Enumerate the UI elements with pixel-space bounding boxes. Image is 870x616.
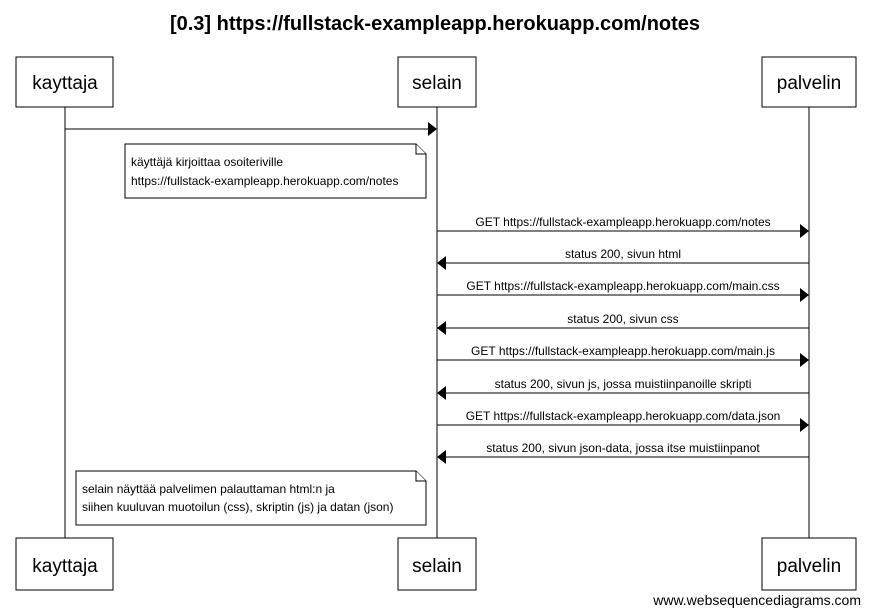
arrowhead-right-icon bbox=[800, 224, 809, 238]
note-box: käyttäjä kirjoittaa osoiteriville https:… bbox=[124, 143, 427, 199]
participant-selain-bottom: selain bbox=[397, 537, 477, 591]
arrowhead-left-icon bbox=[437, 256, 446, 270]
message-label: GET https://fullstack-exampleapp.herokua… bbox=[471, 344, 775, 358]
diagram-title: [0.3] https://fullstack-exampleapp.herok… bbox=[170, 13, 700, 35]
note-line: käyttäjä kirjoittaa osoiteriville bbox=[131, 155, 283, 169]
note-box: selain näyttää palvelimen palauttaman ht… bbox=[75, 470, 427, 526]
message-arrow: status 200, sivun css bbox=[437, 312, 809, 335]
arrowhead-left-icon bbox=[437, 321, 446, 335]
message-arrow: status 200, sivun json-data, jossa itse … bbox=[437, 441, 809, 464]
message-label: GET https://fullstack-exampleapp.herokua… bbox=[466, 409, 781, 423]
arrowhead-right-icon bbox=[800, 288, 809, 302]
participant-kayttaja-bottom: kayttaja bbox=[15, 537, 114, 591]
note-line: https://fullstack-exampleapp.herokuapp.c… bbox=[131, 174, 398, 188]
arrowhead-left-icon bbox=[437, 450, 446, 464]
note-line: siihen kuuluvan muotoilun (css), skripti… bbox=[82, 500, 393, 514]
participant-label: kayttaja bbox=[32, 556, 98, 577]
note-line: selain näyttää palvelimen palauttaman ht… bbox=[82, 482, 335, 496]
message-arrow: GET https://fullstack-exampleapp.herokua… bbox=[437, 215, 809, 238]
message-label: status 200, sivun css bbox=[567, 312, 678, 326]
participant-label: kayttaja bbox=[32, 73, 98, 94]
message-arrow: status 200, sivun js, jossa muistiinpano… bbox=[437, 377, 809, 400]
watermark: www.websequencediagrams.com bbox=[652, 592, 861, 608]
message-label: GET https://fullstack-exampleapp.herokua… bbox=[475, 215, 770, 229]
arrowhead-left-icon bbox=[437, 386, 446, 400]
participant-palvelin-bottom: palvelin bbox=[761, 537, 857, 591]
arrowhead-right-icon bbox=[800, 353, 809, 367]
participant-label: selain bbox=[412, 73, 462, 94]
message-arrow: GET https://fullstack-exampleapp.herokua… bbox=[437, 279, 809, 302]
message-arrow bbox=[65, 122, 437, 136]
participant-label: palvelin bbox=[777, 73, 841, 94]
participant-label: palvelin bbox=[777, 556, 841, 577]
message-label: status 200, sivun js, jossa muistiinpano… bbox=[495, 377, 752, 391]
arrowhead-right-icon bbox=[800, 418, 809, 432]
message-arrow: status 200, sivun html bbox=[437, 247, 809, 270]
participant-palvelin-top: palvelin bbox=[761, 56, 857, 108]
message-label: GET https://fullstack-exampleapp.herokua… bbox=[466, 279, 779, 293]
message-arrow: GET https://fullstack-exampleapp.herokua… bbox=[437, 409, 809, 432]
participant-selain-top: selain bbox=[397, 56, 477, 108]
message-arrow: GET https://fullstack-exampleapp.herokua… bbox=[437, 344, 809, 367]
arrowhead-right-icon bbox=[428, 122, 437, 136]
participant-kayttaja-top: kayttaja bbox=[15, 56, 114, 108]
message-label: status 200, sivun json-data, jossa itse … bbox=[486, 441, 760, 455]
message-label: status 200, sivun html bbox=[565, 247, 681, 261]
participant-label: selain bbox=[412, 556, 462, 577]
